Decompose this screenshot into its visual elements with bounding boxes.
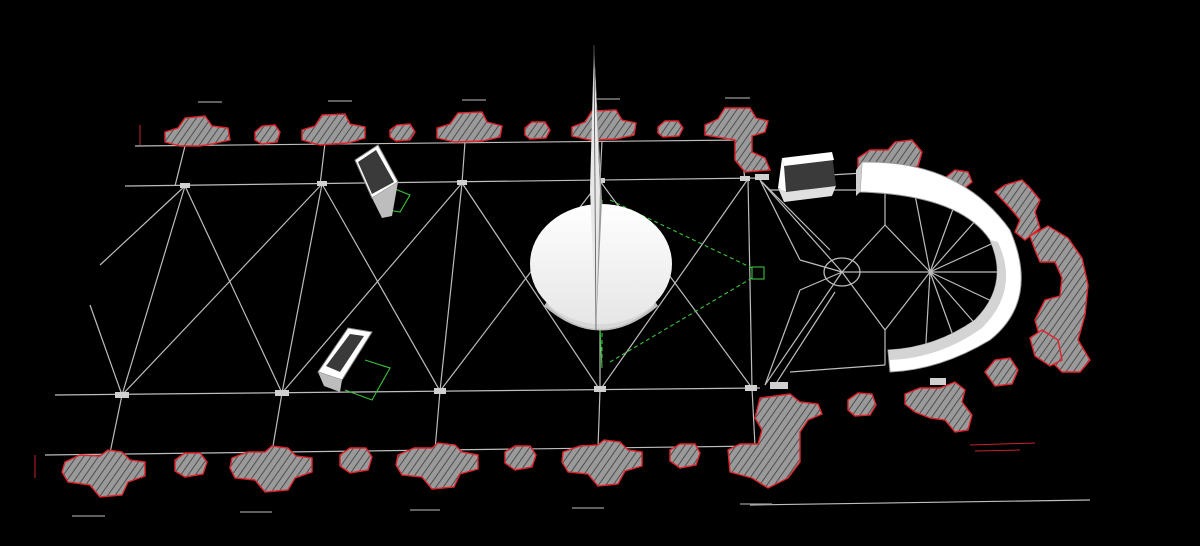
column-icon bbox=[755, 174, 769, 180]
spire[interactable] bbox=[590, 44, 602, 331]
tilted-block-bottom-left[interactable] bbox=[317, 327, 373, 392]
hatched-pier-icon bbox=[993, 179, 1041, 241]
hatched-pier-icon bbox=[61, 449, 146, 498]
choir-centre-ring bbox=[823, 257, 861, 287]
tilted-block-top-left[interactable] bbox=[354, 144, 399, 218]
pier-row-top bbox=[164, 107, 1041, 241]
column-icon bbox=[275, 390, 289, 396]
pier-label-underlines bbox=[72, 97, 772, 517]
hatched-pier-icon bbox=[657, 120, 684, 138]
column-icon bbox=[770, 382, 788, 389]
hatched-pier-icon bbox=[704, 107, 772, 173]
column-icon bbox=[930, 378, 946, 385]
pier-row-bottom bbox=[61, 329, 1063, 498]
column-icon bbox=[317, 181, 327, 186]
column-icon bbox=[180, 183, 190, 188]
hatched-pier-icon bbox=[389, 123, 416, 142]
hatched-pier-icon bbox=[669, 443, 701, 469]
column-icon bbox=[457, 180, 467, 185]
column-icon bbox=[594, 386, 606, 392]
choir-block[interactable] bbox=[778, 152, 836, 202]
hatched-pier-icon bbox=[164, 115, 231, 147]
hatched-pier-icon bbox=[847, 392, 877, 417]
hatched-pier-icon bbox=[174, 452, 208, 478]
red-annotation-marks bbox=[34, 125, 1036, 478]
apse-arc-wall[interactable] bbox=[856, 161, 1022, 373]
column-icon bbox=[434, 388, 446, 394]
hatched-pier-icon bbox=[504, 445, 537, 471]
hatched-pier-icon bbox=[301, 113, 366, 146]
hatched-pier-icon bbox=[984, 357, 1019, 387]
hatched-pier-icon bbox=[254, 124, 281, 145]
hatched-pier-icon bbox=[561, 439, 643, 487]
hatched-pier-icon bbox=[524, 121, 551, 140]
dome-cylinder[interactable] bbox=[530, 204, 672, 331]
hatched-pier-icon bbox=[339, 447, 373, 474]
hatched-pier-icon bbox=[395, 442, 479, 490]
hatched-pier-icon bbox=[571, 109, 637, 141]
hatched-pier-icon bbox=[904, 381, 973, 433]
hatched-pier-icon bbox=[1029, 329, 1063, 367]
hatched-pier-icon bbox=[436, 111, 503, 143]
column-icon bbox=[745, 385, 757, 391]
hatched-pier-icon bbox=[727, 393, 823, 489]
column-icon bbox=[115, 392, 129, 398]
column-icon bbox=[740, 176, 750, 181]
hatched-pier-icon bbox=[229, 445, 313, 493]
